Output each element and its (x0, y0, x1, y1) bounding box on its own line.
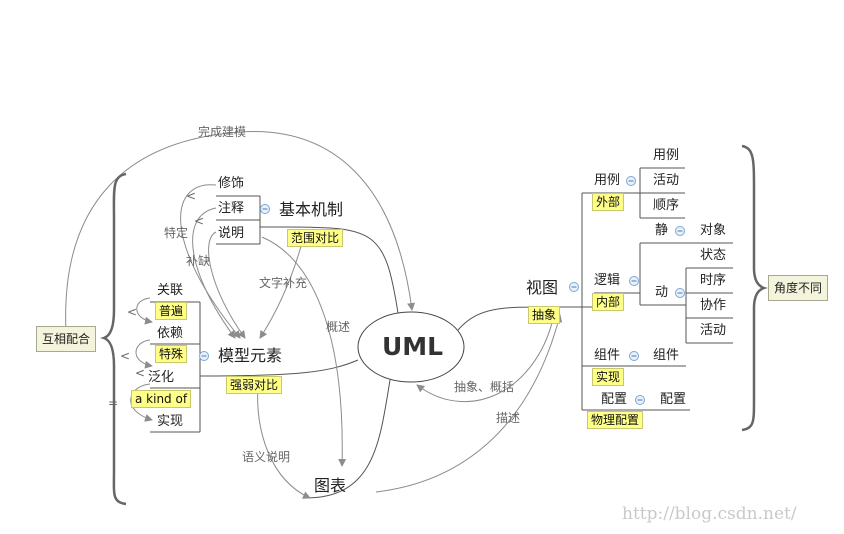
note-supplement: 补缺 (186, 254, 211, 268)
model-child-4[interactable]: 实现 (157, 414, 184, 429)
model-child-2[interactable]: 依赖 (157, 326, 184, 341)
note-abstract-summary: 抽象、概括 (454, 380, 515, 394)
topic-mechanism[interactable]: 基本机制 (279, 200, 344, 219)
dynamic-child-2[interactable]: 时序 (700, 273, 727, 288)
edge-model-children (150, 301, 201, 433)
topic-static[interactable]: 静 (655, 223, 669, 238)
mechanism-child-2[interactable]: 注释 (218, 201, 245, 216)
deploy-child-1[interactable]: 配置 (660, 392, 687, 407)
arc-model-a (136, 297, 153, 325)
watermark: http://blog.csdn.net/ (622, 504, 797, 524)
note-overview: 概述 (326, 320, 351, 334)
dynamic-child-1[interactable]: 状态 (700, 248, 727, 263)
topic-logic[interactable]: 逻辑 (594, 273, 621, 288)
left-brace (100, 172, 127, 506)
model-child-3[interactable]: 泛化 (148, 370, 175, 385)
tag-mechanism: 范围对比 (287, 229, 344, 247)
arc-complete (65, 131, 416, 333)
arc-model-b (135, 339, 153, 369)
arc-mech3 (208, 231, 246, 339)
usecase-child-3[interactable]: 顺序 (653, 198, 680, 213)
static-child-1[interactable]: 对象 (700, 223, 727, 238)
model-child-1[interactable]: 关联 (157, 283, 184, 298)
collapse-buttons (199, 176, 685, 405)
note-complete: 完成建模 (198, 125, 247, 139)
topic-component[interactable]: 组件 (594, 348, 621, 363)
note-lt-4: < (120, 349, 131, 363)
topic-model[interactable]: 模型元素 (218, 346, 283, 365)
topic-dynamic[interactable]: 动 (655, 285, 669, 300)
tag-model-child-3: a kind of (131, 390, 192, 408)
arc-describe (375, 314, 563, 493)
tag-model-child-2: 特殊 (155, 345, 188, 363)
note-lt-2: < (194, 214, 205, 228)
note-eq: = (108, 396, 119, 410)
topic-deploy[interactable]: 配置 (601, 392, 628, 407)
note-lt-1: < (186, 189, 197, 203)
arc-specify (180, 184, 241, 339)
topic-diagram[interactable]: 图表 (314, 476, 347, 495)
component-child-1[interactable]: 组件 (653, 348, 680, 363)
edge-uml-diagram (305, 379, 391, 499)
arc-overview (261, 236, 347, 467)
center-ellipse (357, 311, 465, 383)
arc-semantic (257, 384, 311, 499)
tag-model-child-1: 普遍 (155, 302, 188, 320)
note-text-supplement: 文字补充 (259, 276, 308, 290)
usecase-child-1[interactable]: 用例 (653, 148, 680, 163)
dynamic-child-4[interactable]: 活动 (700, 323, 727, 338)
tag-logic: 内部 (592, 293, 625, 311)
tag-usecase: 外部 (592, 193, 625, 211)
tag-component: 实现 (592, 368, 625, 386)
tag-model: 强弱对比 (226, 376, 283, 394)
tag-deploy: 物理配置 (587, 411, 644, 429)
box-mutual[interactable]: 互相配合 (36, 326, 97, 352)
arc-supplement (192, 207, 236, 339)
note-semantic: 语义说明 (242, 450, 291, 464)
note-describe: 描述 (496, 411, 521, 425)
topic-view[interactable]: 视图 (526, 278, 559, 297)
usecase-child-2[interactable]: 活动 (653, 173, 680, 188)
edge-view-tree (565, 192, 594, 411)
mechanism-child-1[interactable]: 修饰 (218, 176, 245, 191)
right-brace (741, 144, 768, 432)
note-specify: 特定 (164, 226, 189, 240)
edge-mechanism-children (216, 195, 261, 245)
note-lt-5: < (135, 366, 146, 380)
box-angle[interactable]: 角度不同 (768, 275, 829, 301)
arc-abstract (416, 309, 556, 402)
dynamic-child-3[interactable]: 协作 (700, 298, 727, 313)
center-topic[interactable]: UML (382, 332, 444, 361)
topic-usecase[interactable]: 用例 (594, 173, 621, 188)
tag-view: 抽象 (528, 306, 561, 324)
note-lt-3: < (127, 305, 138, 319)
arc-text-supplement (259, 242, 303, 339)
edge-uml-model (199, 359, 359, 377)
mechanism-child-3[interactable]: 说明 (218, 226, 245, 241)
edge-uml-mechanism (260, 226, 399, 314)
